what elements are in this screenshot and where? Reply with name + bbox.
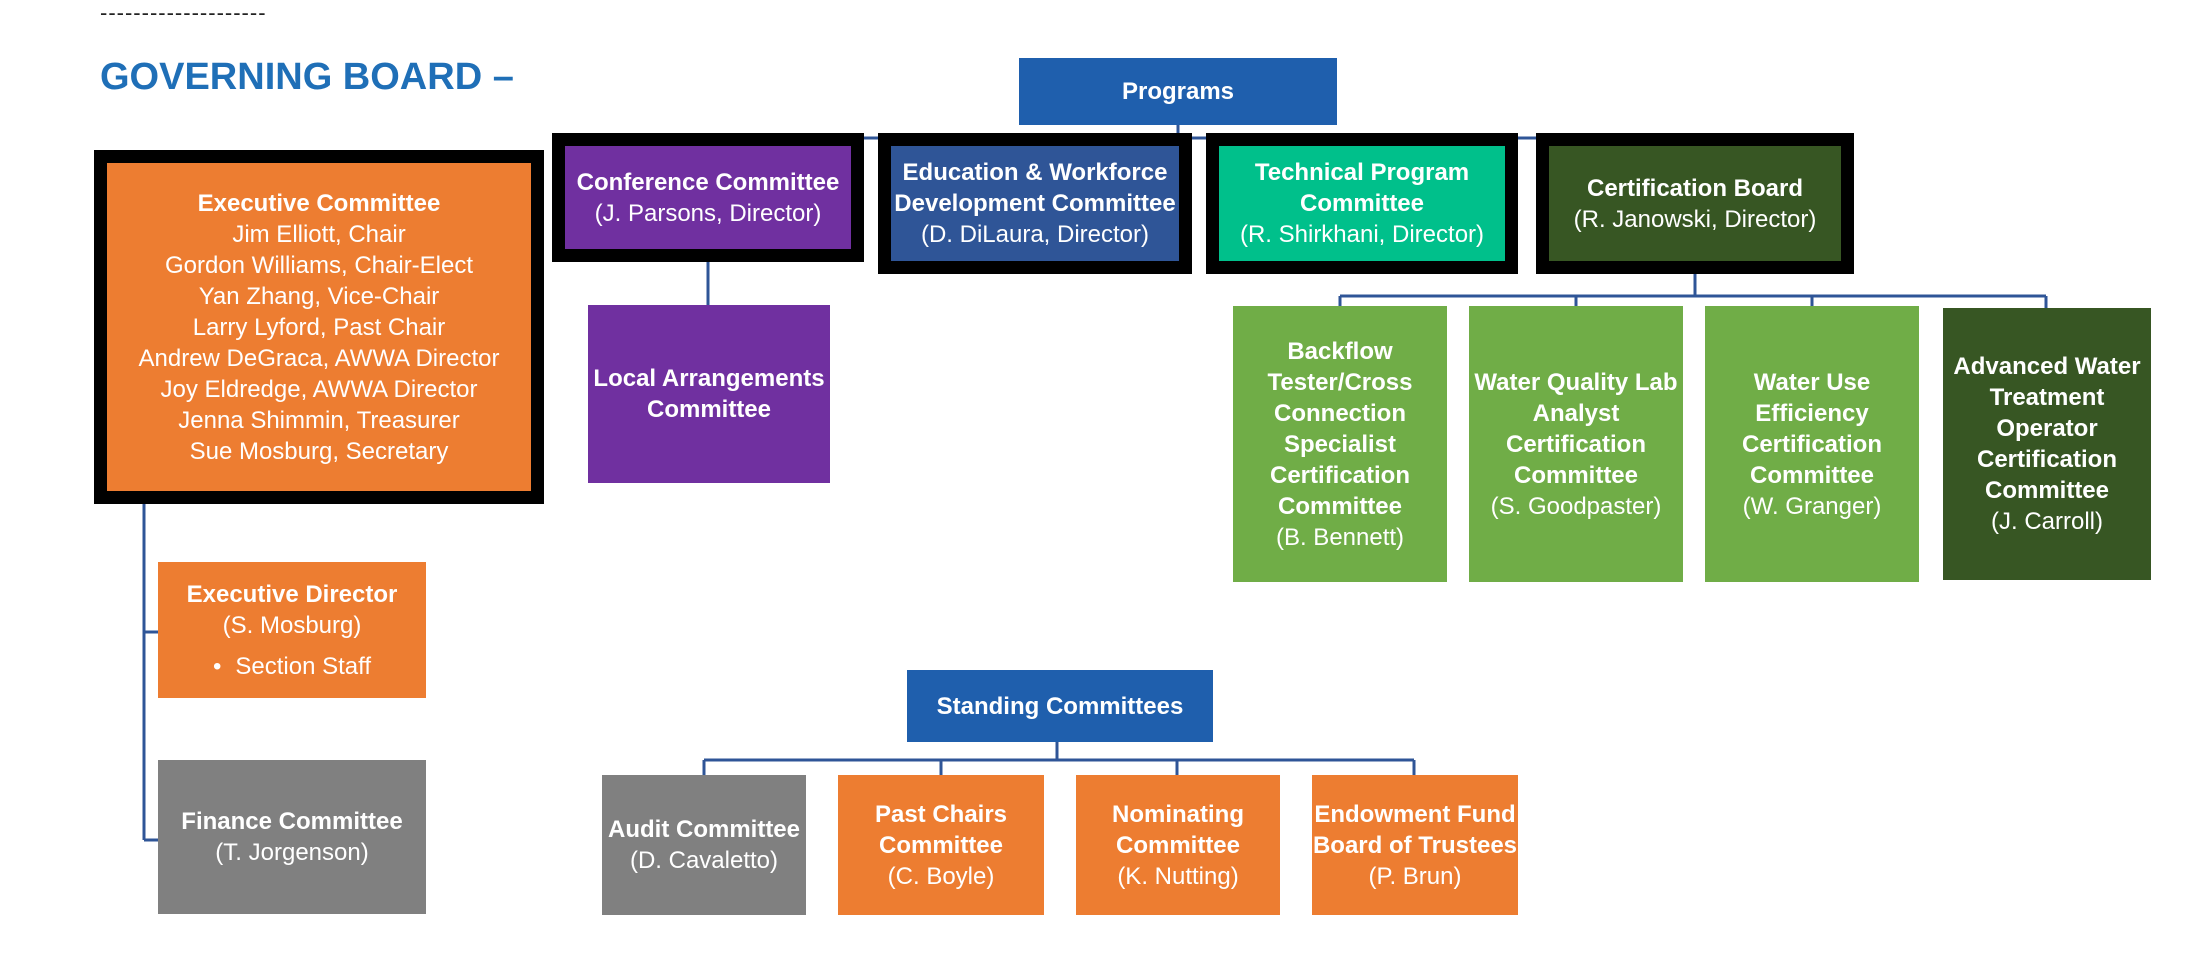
committee-title: Endowment Fund Board of Trustees xyxy=(1312,800,1518,859)
certification-board-box: Certification Board (R. Janowski, Direct… xyxy=(1536,133,1854,274)
programs-title: Programs xyxy=(1121,78,1235,105)
member-item: Andrew DeGraca, AWWA Director xyxy=(138,344,500,372)
member-item: Yan Zhang, Vice-Chair xyxy=(198,282,440,310)
committee-chair: (K. Nutting) xyxy=(1117,862,1239,890)
committee-title: Water Quality Lab Analyst Certification … xyxy=(1474,368,1678,489)
local-arrangements-box: Local Arrangements Committee xyxy=(588,305,830,483)
member-item: Gordon Williams, Chair-Elect xyxy=(164,251,474,279)
past-chairs-committee-box: Past Chairs Committee (C. Boyle) xyxy=(838,775,1044,915)
page-title: GOVERNING BOARD – xyxy=(100,56,514,98)
finance-committee-title: Finance Committee xyxy=(181,808,403,835)
nominating-committee-box: Nominating Committee (K. Nutting) xyxy=(1076,775,1280,915)
committee-chair: (D. Cavaletto) xyxy=(629,847,779,874)
member-item: Jim Elliott, Chair xyxy=(232,220,406,248)
committee-director: (R. Janowski, Director) xyxy=(1573,205,1817,233)
executive-director-name: (S. Mosburg) xyxy=(222,611,362,639)
executive-committee-box: Executive Committee Jim Elliott, Chair G… xyxy=(94,150,544,504)
standing-committees-box: Standing Committees xyxy=(907,670,1213,742)
committee-chair: (C. Boyle) xyxy=(887,862,995,890)
committee-title: Advanced Water Treatment Operator Certif… xyxy=(1953,353,2141,504)
endowment-fund-box: Endowment Fund Board of Trustees (P. Bru… xyxy=(1312,775,1518,915)
committee-chair: (S. Goodpaster) xyxy=(1490,492,1662,520)
water-quality-committee-box: Water Quality Lab Analyst Certification … xyxy=(1469,306,1683,582)
bullet-item: • Section Staff xyxy=(213,651,371,682)
committee-chair: (J. Carroll) xyxy=(1991,508,2103,535)
committee-director: (J. Parsons, Director) xyxy=(594,199,822,227)
backflow-committee-box: Backflow Tester/Cross Connection Special… xyxy=(1233,306,1447,582)
committee-title: Certification Board xyxy=(1586,174,1804,202)
member-item: Sue Mosburg, Secretary xyxy=(189,437,449,465)
committee-title: Past Chairs Committee xyxy=(874,800,1008,859)
executive-director-title: Executive Director xyxy=(186,580,398,608)
education-committee-box: Education & Workforce Development Commit… xyxy=(878,133,1192,274)
committee-director: (R. Shirkhani, Director) xyxy=(1239,221,1485,248)
member-item: Jenna Shimmin, Treasurer xyxy=(178,406,460,434)
committee-chair: (P. Brun) xyxy=(1368,862,1462,890)
water-use-efficiency-committee-box: Water Use Efficiency Certification Commi… xyxy=(1705,306,1919,582)
standing-committees-title: Standing Committees xyxy=(936,692,1184,720)
audit-committee-box: Audit Committee (D. Cavaletto) xyxy=(602,775,806,915)
committee-title: Technical Program Committee xyxy=(1254,159,1470,217)
committee-chair: (B. Bennett) xyxy=(1275,523,1405,551)
programs-box: Programs xyxy=(1019,58,1337,125)
finance-committee-name: (T. Jorgenson) xyxy=(215,839,369,866)
committee-title: Education & Workforce Development Commit… xyxy=(894,159,1176,217)
member-item: Larry Lyford, Past Chair xyxy=(192,313,446,341)
committee-title: Nominating Committee xyxy=(1112,800,1244,859)
finance-committee-box: Finance Committee (T. Jorgenson) xyxy=(158,760,426,914)
technical-program-committee-box: Technical Program Committee (R. Shirkhan… xyxy=(1206,133,1518,274)
member-item: Joy Eldredge, AWWA Director xyxy=(160,375,478,403)
committee-chair: (W. Granger) xyxy=(1742,492,1882,520)
dash-rule: -------------------- xyxy=(100,0,267,25)
executive-director-box: Executive Director (S. Mosburg) • Sectio… xyxy=(158,562,426,698)
advanced-water-treatment-committee-box: Advanced Water Treatment Operator Certif… xyxy=(1943,308,2151,580)
bullet-label: Section Staff xyxy=(235,652,372,680)
committee-director: (D. DiLaura, Director) xyxy=(920,221,1150,248)
committee-title: Backflow Tester/Cross Connection Special… xyxy=(1267,337,1413,520)
committee-title: Water Use Efficiency Certification Commi… xyxy=(1741,368,1882,489)
executive-committee-title: Executive Committee xyxy=(197,189,441,217)
conference-committee-box: Conference Committee (J. Parsons, Direct… xyxy=(552,133,864,262)
local-arrangements-title: Local Arrangements Committee xyxy=(593,365,825,423)
committee-title: Conference Committee xyxy=(576,168,840,196)
bullet-icon: • xyxy=(212,652,222,680)
committee-title: Audit Committee xyxy=(608,816,800,843)
